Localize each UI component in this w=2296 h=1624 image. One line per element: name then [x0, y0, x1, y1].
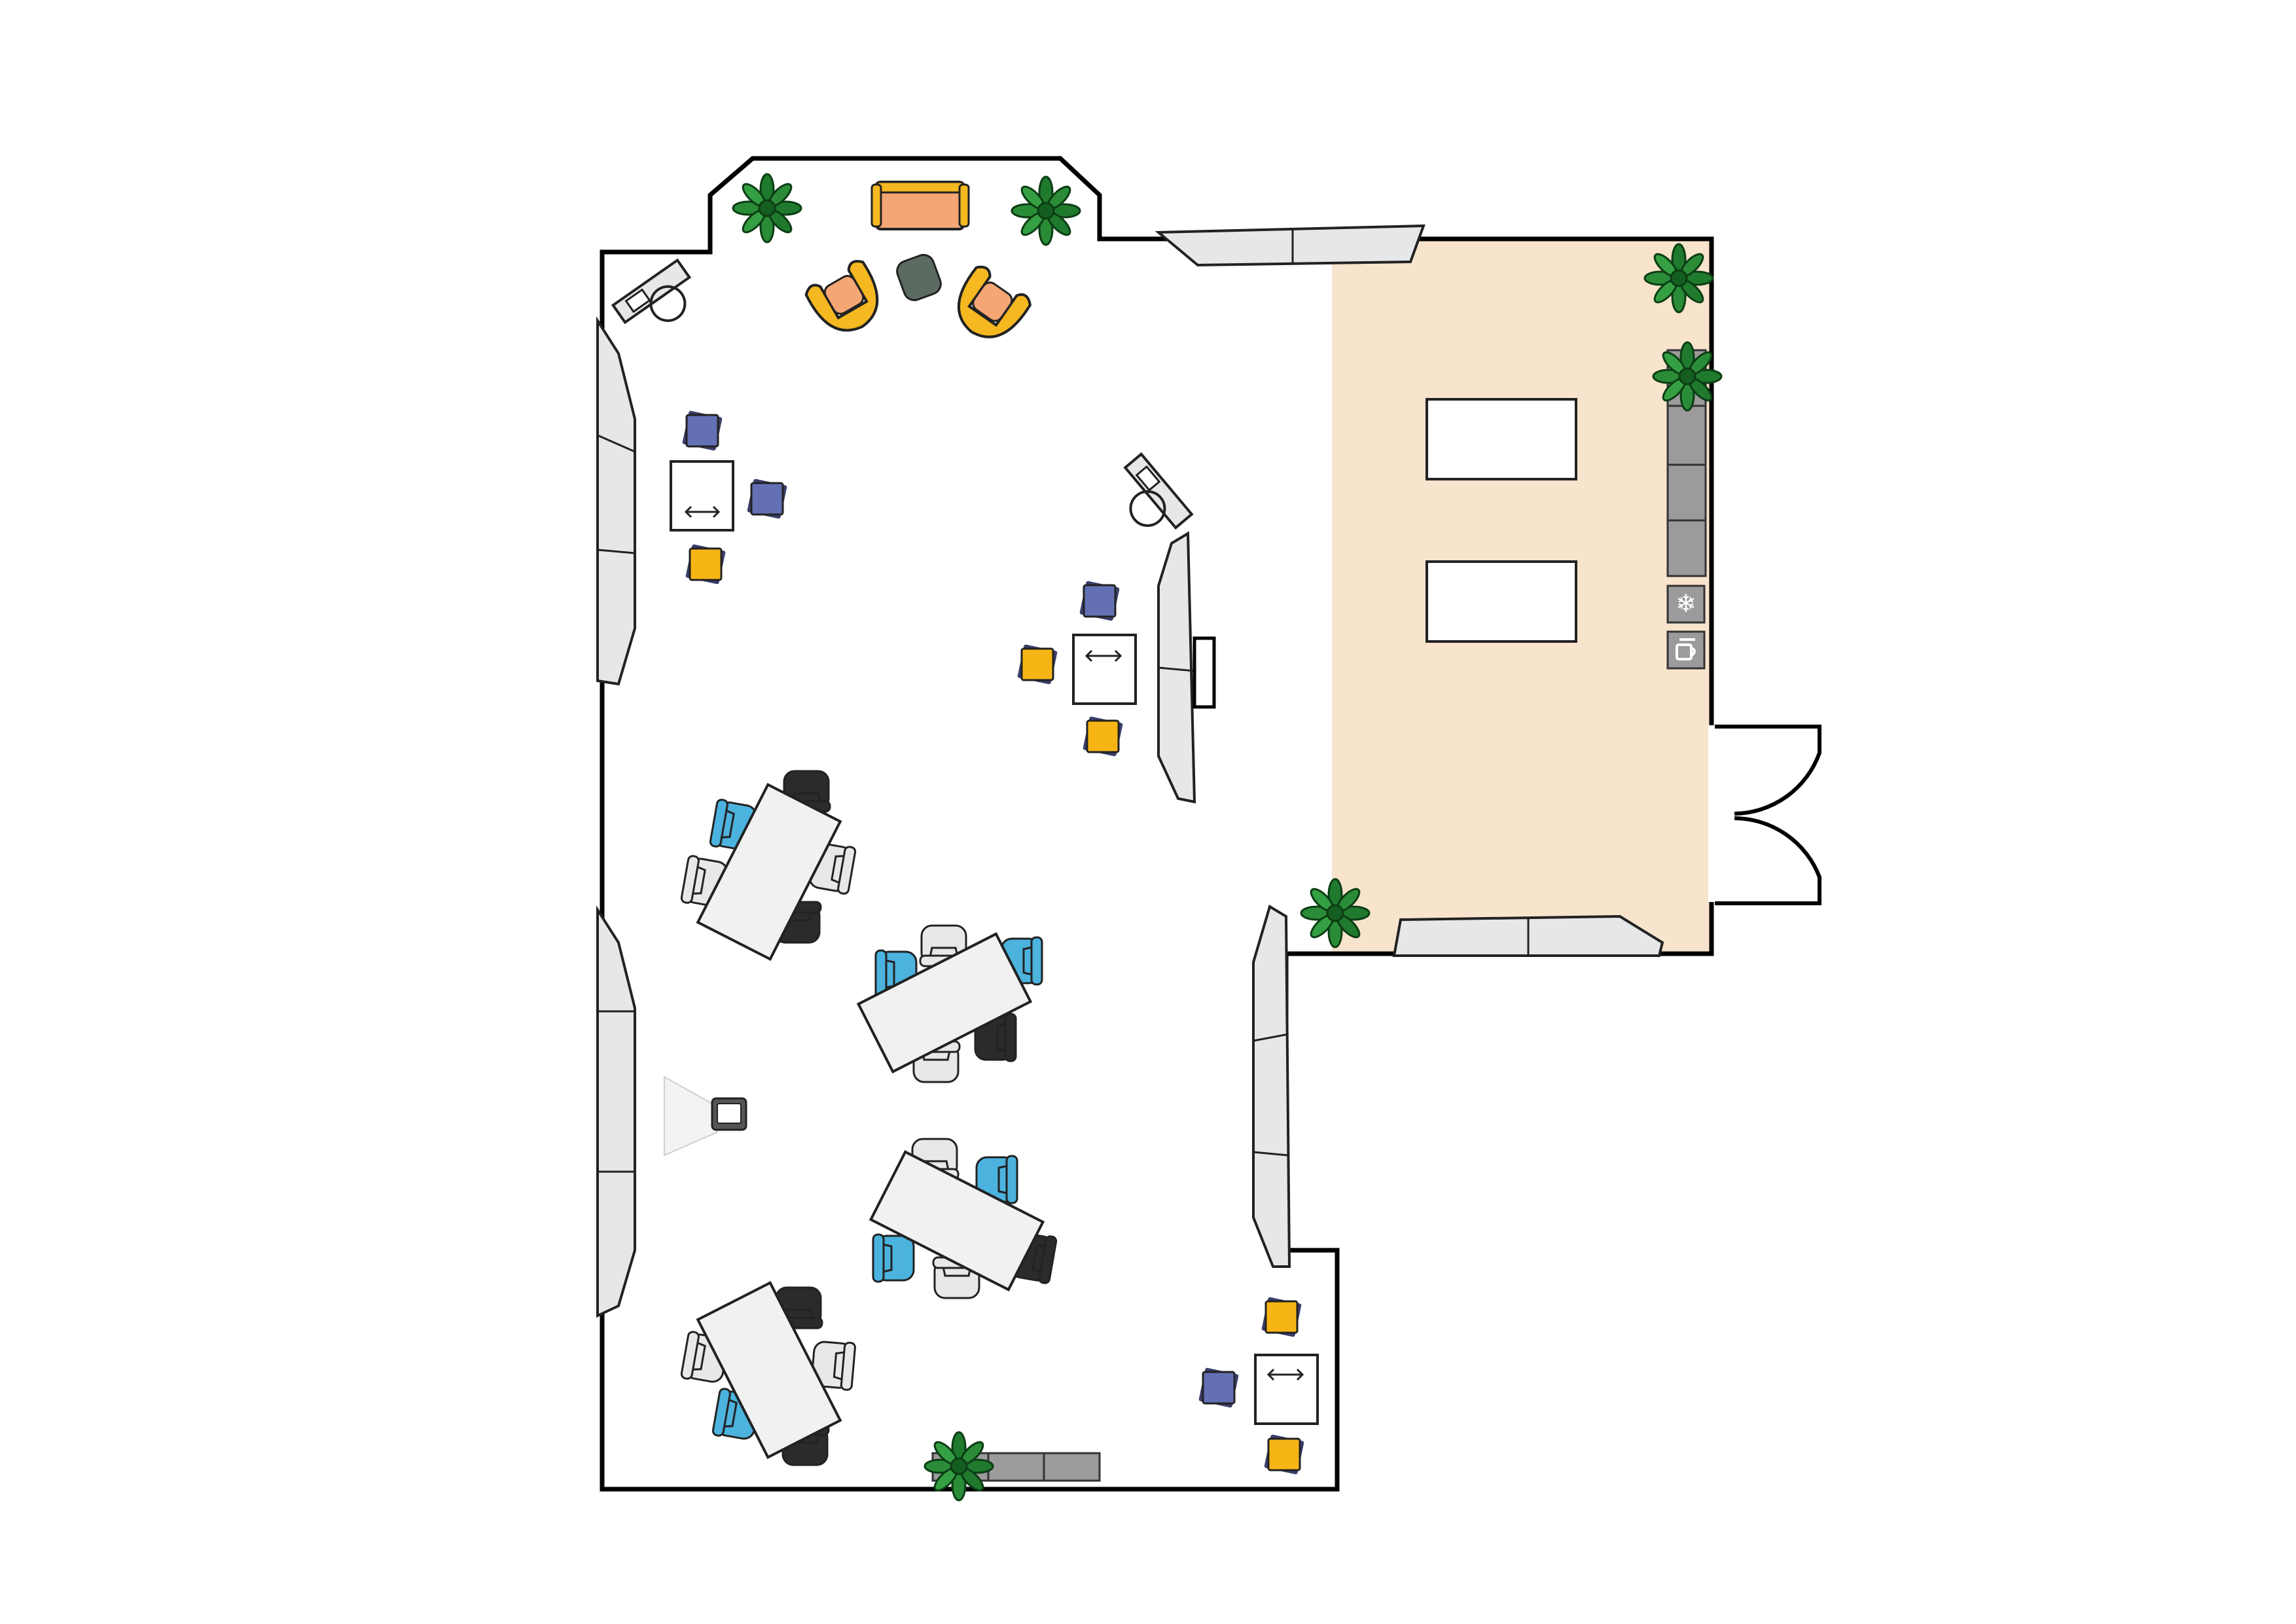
square-table[interactable] — [670, 460, 734, 532]
lounge-chair-left[interactable] — [804, 258, 891, 344]
plant-icon — [1652, 341, 1723, 412]
double-arrow-icon — [684, 505, 721, 518]
partition-left-upper — [596, 316, 636, 686]
double-arrow-icon — [1266, 1368, 1304, 1381]
square-table-cluster-3 — [1197, 1295, 1319, 1476]
lounge-pouf[interactable] — [894, 252, 944, 303]
stool-yellow[interactable] — [1260, 1295, 1303, 1339]
plant-icon — [1300, 878, 1371, 948]
coffee-machine-icon — [1676, 638, 1696, 660]
group-table[interactable] — [869, 1150, 1045, 1291]
double-arrow-icon — [1085, 649, 1122, 662]
projector-icon[interactable] — [664, 1075, 747, 1157]
stool-blue[interactable] — [745, 477, 789, 520]
partition-center — [1157, 531, 1196, 804]
lounge-sofa[interactable] — [870, 181, 970, 230]
entrance-door[interactable] — [1708, 725, 1821, 905]
stool-yellow[interactable] — [1016, 643, 1059, 686]
screen-upper — [1426, 398, 1577, 480]
coffee-machine — [1666, 630, 1706, 670]
group-table[interactable] — [696, 783, 842, 961]
partition-top — [1155, 224, 1426, 267]
partition-right-lower — [1252, 904, 1291, 1268]
square-table[interactable] — [1072, 634, 1137, 705]
wall-outline — [600, 156, 1714, 1492]
stool-blue[interactable] — [1078, 579, 1121, 623]
square-table-cluster-1 — [670, 409, 789, 586]
plant-icon — [1011, 175, 1081, 246]
snowflake-icon: ❄ — [1676, 589, 1696, 618]
group-table-4 — [679, 1281, 857, 1466]
stool-yellow[interactable] — [1081, 715, 1124, 758]
stool-blue[interactable] — [1197, 1366, 1240, 1409]
wall-pillar — [1193, 636, 1216, 709]
partitions — [596, 224, 1664, 1318]
chair-blue[interactable] — [872, 1233, 915, 1283]
group-table-2 — [856, 924, 1043, 1083]
square-table[interactable] — [1254, 1354, 1319, 1425]
group-table-1 — [679, 770, 857, 961]
lounge-chair-right[interactable] — [944, 263, 1033, 351]
group-table[interactable] — [856, 932, 1033, 1074]
plant-icon — [924, 1431, 994, 1502]
partition-left-lower — [596, 905, 636, 1318]
cabinet-row-bottom — [931, 1452, 1101, 1482]
square-table-cluster-2 — [1016, 579, 1137, 758]
wheelchair-desk-icon[interactable] — [1105, 452, 1194, 545]
stool-yellow[interactable] — [1263, 1433, 1306, 1476]
screen-lower — [1426, 560, 1577, 643]
wheelchair-desk-icon[interactable] — [611, 258, 705, 344]
plant-icon — [732, 173, 802, 244]
group-table[interactable] — [696, 1281, 842, 1459]
stool-yellow[interactable] — [684, 543, 727, 586]
group-table-3 — [869, 1138, 1058, 1299]
plant-icon — [1643, 243, 1714, 314]
stool-blue[interactable] — [681, 409, 724, 452]
fridge: ❄ — [1666, 585, 1706, 624]
